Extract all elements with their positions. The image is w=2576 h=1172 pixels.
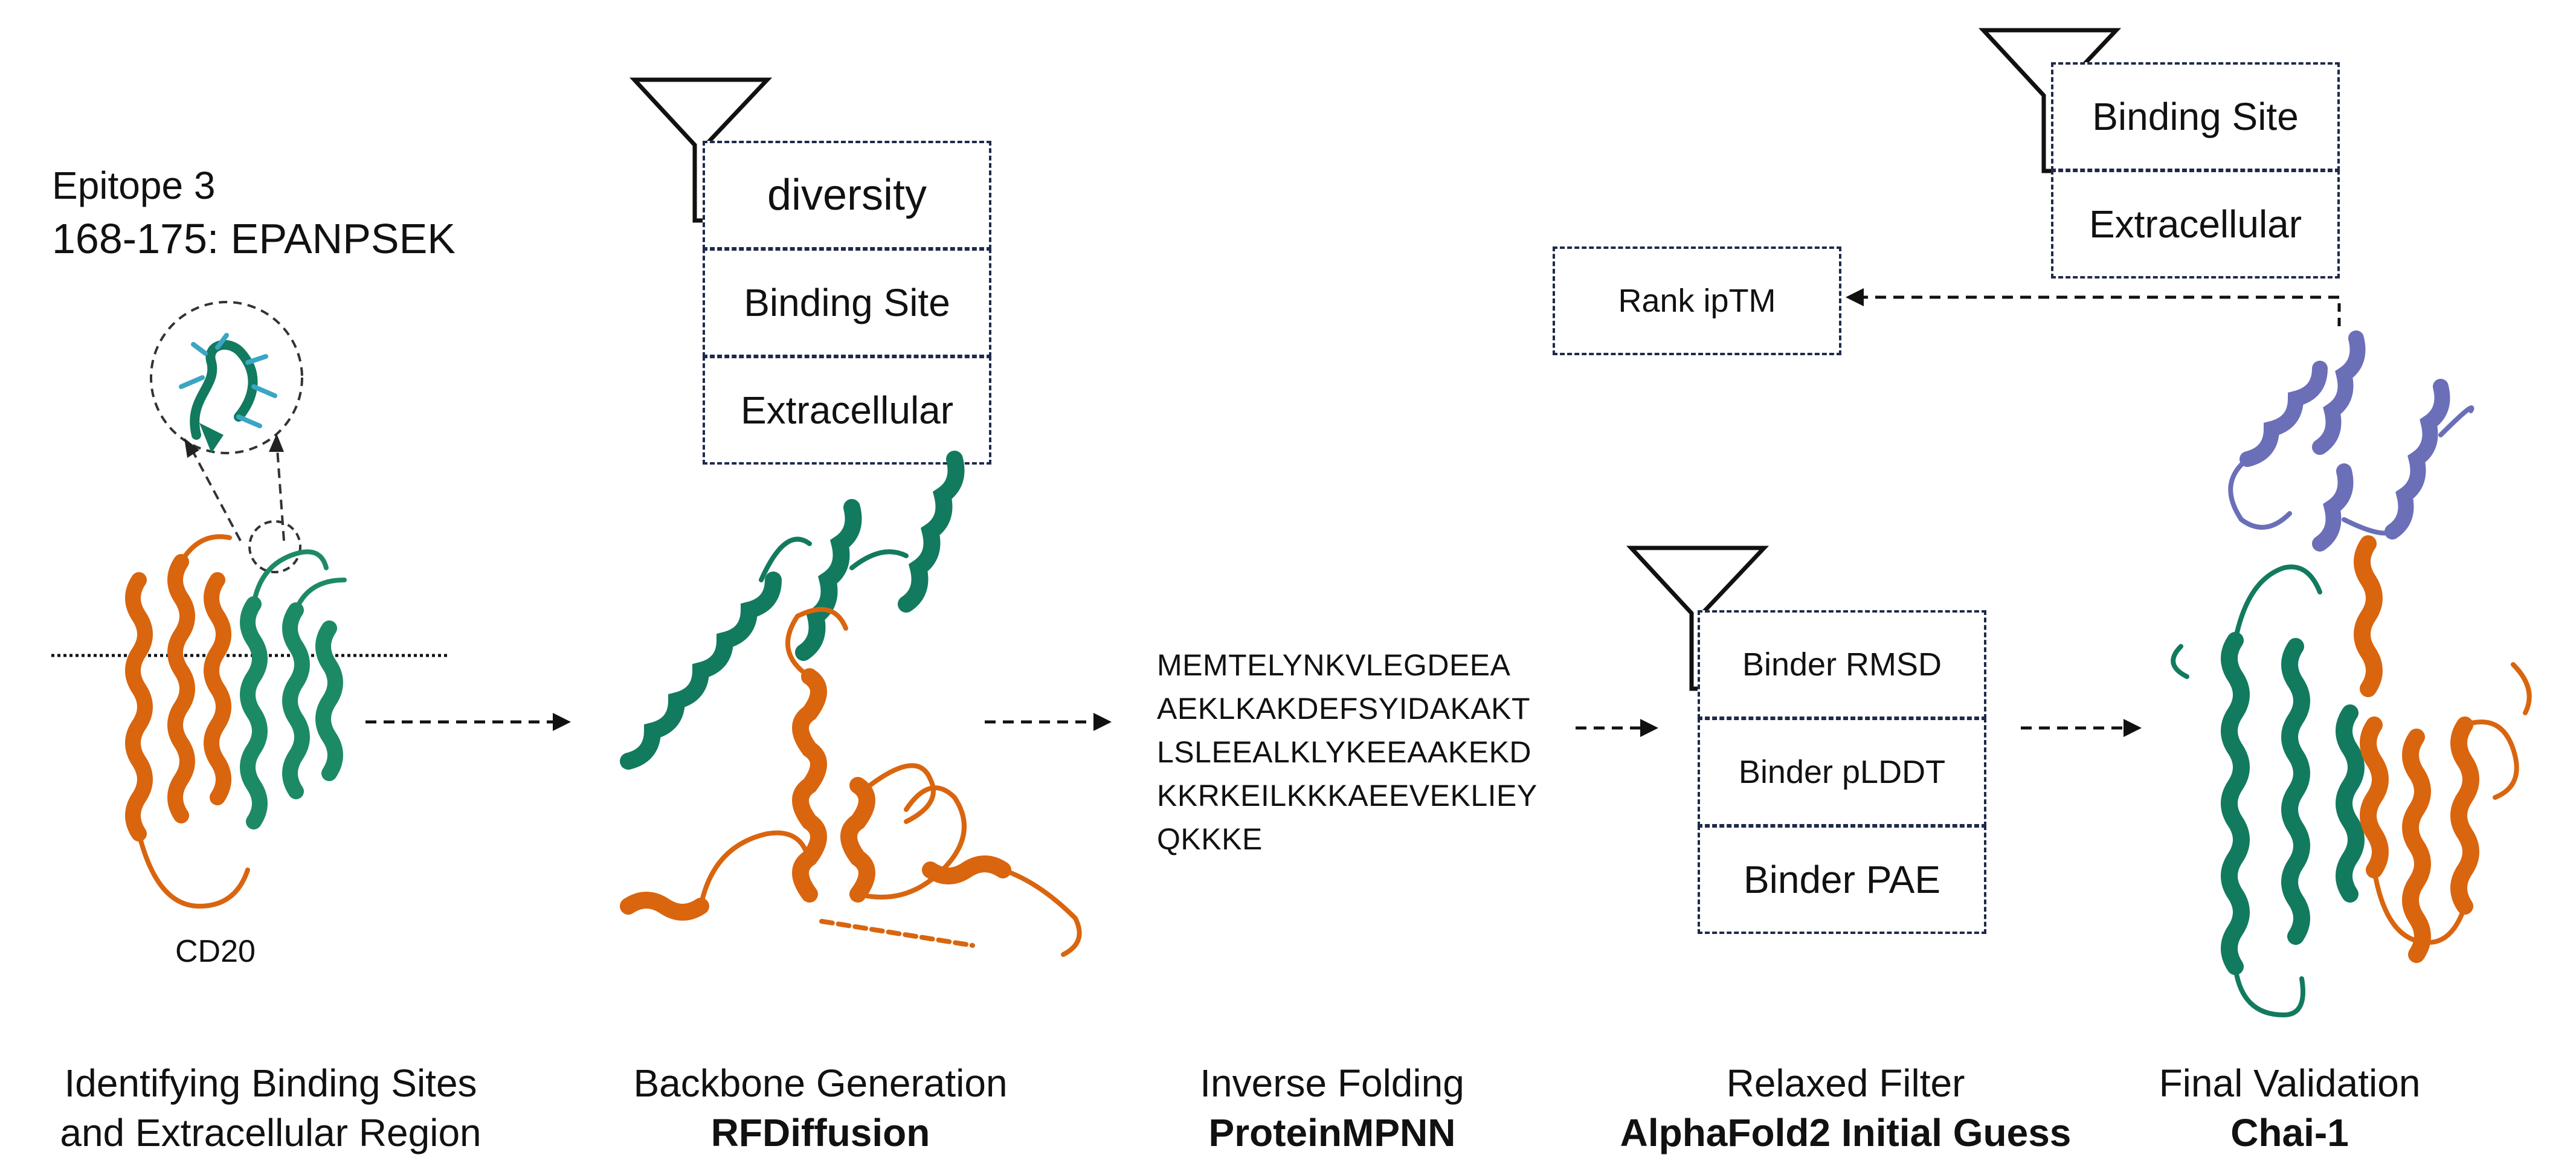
rank-iptm-box: Rank ipTM [1553,246,1841,355]
stage-2-tool: RFDiffusion [710,1111,930,1154]
filter-binder-pae-label: Binder PAE [1743,858,1941,901]
sequence-line: KKRKEILKKKAEEVEKLIEY [1157,779,1538,813]
filter-extracellular-1: Extracellular [703,356,991,465]
stage-caption-5: Final Validation Chai-1 [2042,1058,2537,1158]
stage-caption-3: Inverse Folding ProteinMPNN [1060,1058,1604,1158]
stage-1-line1: Identifying Binding Sites [64,1061,477,1105]
filter-binding-site-1: Binding Site [703,248,991,357]
filter-binder-pae: Binder PAE [1698,825,1986,934]
stage-5-tool: Chai-1 [2230,1111,2349,1154]
filter-binder-rmsd-label: Binder RMSD [1742,646,1942,683]
filter-extracellular-2-label: Extracellular [2088,202,2302,246]
rank-iptm-label: Rank ipTM [1618,283,1776,319]
filter-binder-plddt-label: Binder pLDDT [1738,754,1946,790]
filter-binder-rmsd: Binder RMSD [1698,610,1986,719]
filter-binding-site-1-label: Binding Site [744,281,950,324]
stage-2-line1: Backbone Generation [633,1061,1008,1105]
stage-5-line1: Final Validation [2159,1061,2421,1105]
filter-extracellular-1-label: Extracellular [740,388,954,432]
sequence-line: AEKLKAKDEFSYIDAKAKT [1157,692,1531,726]
stage-1-line2: and Extracellular Region [60,1111,481,1154]
sequence-line: QKKKE [1157,822,1263,856]
stage-3-line1: Inverse Folding [1200,1061,1464,1105]
epitope-range: 168-175: EPANPSEK [52,215,456,262]
sequence-line: LSLEEALKLYKEEAAKEKD [1157,735,1532,769]
stage-3-tool: ProteinMPNN [1208,1111,1456,1154]
sequence-line: MEMTELYNKVLEGDEEA [1157,648,1511,682]
filter-diversity-label: diversity [767,171,927,219]
cd20-label: CD20 [175,934,256,969]
designed-sequence: MEMTELYNKVLEGDEEA AEKLKAKDEFSYIDAKAKT LS… [1157,643,1538,861]
stage-caption-1: Identifying Binding Sites and Extracellu… [0,1058,543,1158]
stage-caption-4: Relaxed Filter AlphaFold2 Initial Guess [1574,1058,2117,1158]
filter-extracellular-2: Extracellular [2051,170,2340,279]
filter-binder-plddt: Binder pLDDT [1698,718,1986,826]
stage-4-tool: AlphaFold2 Initial Guess [1620,1111,2072,1154]
stage-caption-2: Backbone Generation RFDiffusion [549,1058,1092,1158]
stage-4-line1: Relaxed Filter [1726,1061,1965,1105]
filter-binding-site-2-label: Binding Site [2092,95,2299,138]
epitope-title: Epitope 3 [52,164,216,207]
